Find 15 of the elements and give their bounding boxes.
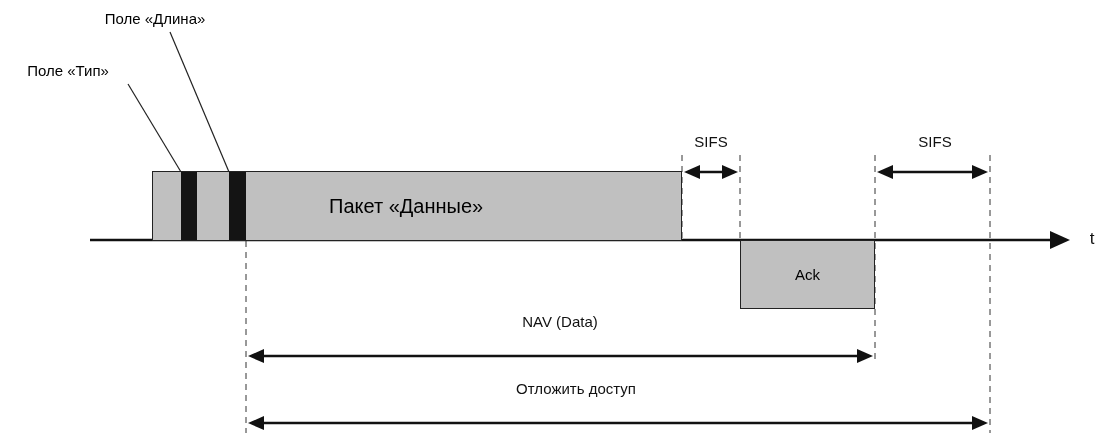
interval-label: NAV (Data) (522, 313, 598, 330)
interval-label: SIFS (694, 133, 728, 150)
leader-line (169, 31, 230, 173)
axis-label: t (1089, 229, 1095, 249)
length-field-bar (229, 172, 246, 240)
field-label: Поле «Длина» (104, 9, 206, 27)
field-label: Поле «Тип» (27, 61, 109, 79)
leader-line (127, 83, 182, 173)
type-field-bar (181, 172, 197, 240)
packet-label: Пакет «Данные» (328, 194, 484, 218)
packet-label: Ack (795, 266, 820, 283)
data-packet-box (152, 171, 682, 241)
interval-label: SIFS (918, 133, 952, 150)
interval-label: Отложить доступ (516, 380, 636, 397)
ack-box (740, 240, 875, 309)
